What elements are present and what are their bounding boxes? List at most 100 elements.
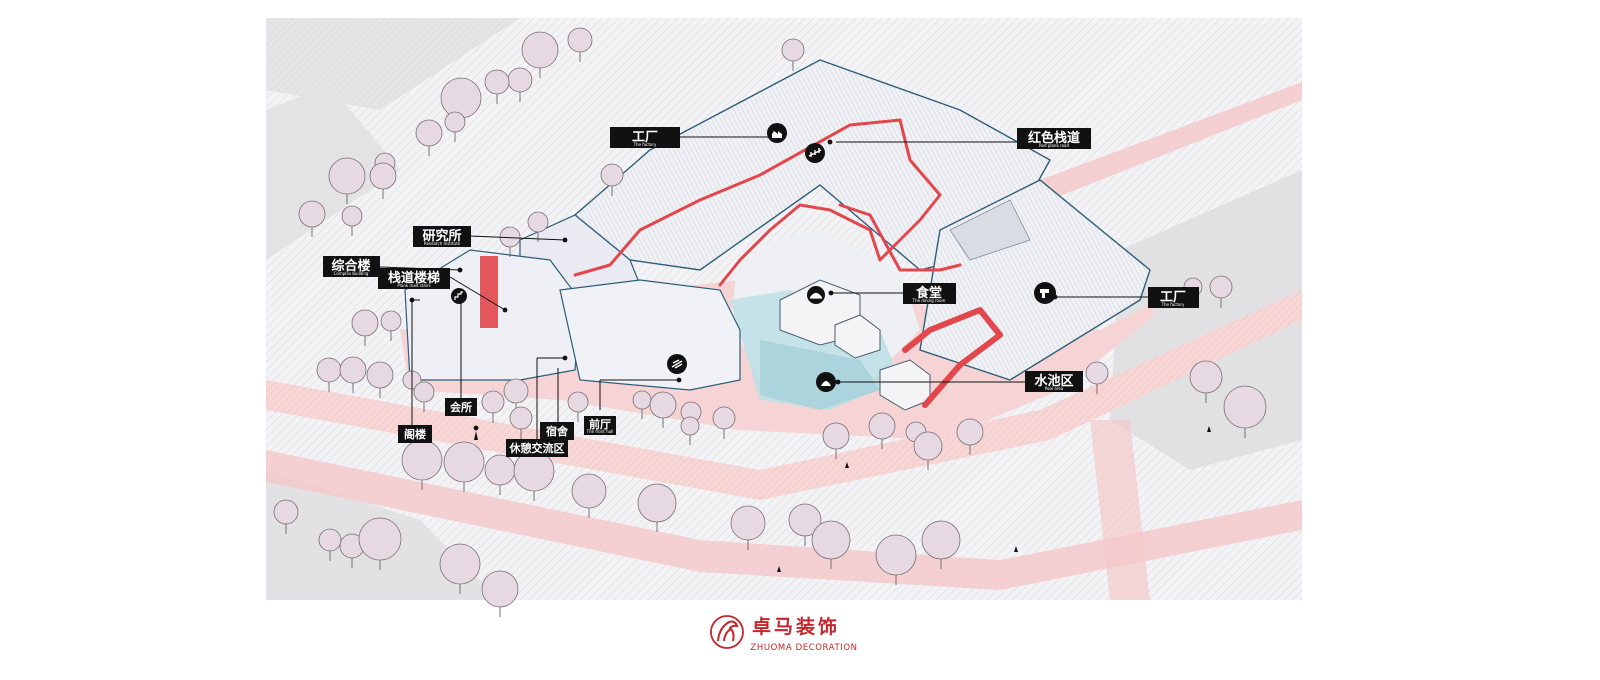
label-dining-room: 食堂 The dining room [903, 283, 956, 304]
tree [811, 520, 851, 569]
label-clubhouse: 会所 [445, 398, 477, 416]
dining-icon [807, 286, 825, 304]
label-pool-area-cn: 水池区 [1034, 373, 1073, 389]
tree [341, 205, 363, 236]
label-red-plank-road-cn: 红色栈道 [1028, 130, 1080, 146]
tree [481, 390, 505, 423]
tree [481, 570, 519, 617]
label-clubhouse-cn: 会所 [450, 400, 472, 414]
tree [637, 483, 677, 532]
label-factory-right-en: The factory [1161, 302, 1185, 307]
tree [328, 157, 366, 204]
factory-icon [1034, 282, 1056, 304]
tree [358, 517, 402, 570]
tree [380, 310, 402, 341]
stairs-icon [451, 288, 467, 304]
tree [318, 528, 342, 561]
label-dormitory: 宿舍 [540, 422, 574, 440]
label-front-hall-cn: 前厅 [589, 417, 611, 431]
tree [415, 119, 443, 156]
tree [1209, 275, 1233, 308]
label-factory-top-cn: 工厂 [632, 130, 658, 145]
brand-logo: 卓马装饰 ZHUOMA DECORATION [710, 615, 857, 653]
label-research-institute: 研究所 Research Institute [413, 226, 471, 247]
label-complex-building-en: Complex building [334, 271, 369, 276]
tree [369, 162, 397, 199]
tree [509, 406, 533, 439]
tree [366, 361, 394, 398]
red-plank-road [573, 118, 1003, 408]
label-red-plank-road-en: Red plank road [1039, 143, 1070, 148]
brand-name-cn: 卓马装饰 [752, 615, 840, 638]
buildings [404, 59, 1151, 411]
pool-icon [816, 372, 836, 392]
label-dining-room-cn: 食堂 [916, 285, 942, 301]
tree [1085, 361, 1109, 394]
tree [1223, 385, 1267, 438]
pedestrian-figure [473, 425, 479, 440]
label-rest-area-cn: 休憩交流区 [509, 441, 565, 455]
brand-name-en: ZHUOMA DECORATION [750, 643, 857, 653]
tree [339, 356, 367, 393]
label-rest-area: 休憩交流区 [506, 439, 568, 457]
tree [298, 200, 326, 237]
label-plank-road-stairs-en: Plank road stairs [397, 283, 430, 288]
label-front-hall-en: The front hall [586, 429, 614, 434]
label-factory-right-cn: 工厂 [1160, 290, 1186, 305]
label-complex-building: 综合楼 Complex building [323, 256, 380, 277]
tree [484, 69, 510, 104]
tree [913, 431, 943, 470]
brand-horse-icon [710, 615, 744, 649]
pedestrian-figure [777, 566, 781, 572]
tree [712, 406, 736, 439]
label-factory-top: 工厂 The factory [610, 127, 680, 148]
pedestrian-figure [1207, 426, 1211, 432]
tree [875, 534, 917, 585]
plank-road-icon [805, 143, 825, 163]
tree [921, 520, 961, 569]
leader-lines [379, 136, 1148, 441]
label-pool-area: 水池区 Pool area [1025, 371, 1083, 392]
label-dining-room-en: The dining room [912, 298, 946, 303]
tree [730, 505, 766, 550]
pedestrian-figure [845, 462, 849, 468]
pedestrian-figure [1014, 546, 1018, 552]
tree [868, 412, 896, 449]
label-dormitory-cn: 宿舍 [546, 424, 569, 438]
label-pool-area-en: Pool area [1045, 386, 1064, 391]
label-attic-cn: 阁楼 [404, 427, 426, 441]
tree [956, 418, 984, 455]
label-plank-road-stairs-cn: 栈道楼梯 [388, 270, 440, 286]
factory-icon [767, 123, 787, 143]
label-front-hall: 前厅 The front hall [584, 416, 616, 435]
tree [413, 381, 435, 412]
tree [1189, 360, 1223, 403]
tree [649, 391, 677, 428]
label-research-institute-cn: 研究所 [422, 228, 461, 244]
map-icons [451, 123, 1056, 392]
tree [822, 422, 850, 459]
trees [273, 27, 1267, 617]
tree [571, 473, 607, 518]
label-factory-right: 工厂 The factory [1148, 287, 1199, 308]
label-plank-road-stairs: 栈道楼梯 Plank road stairs [378, 268, 450, 289]
tree [680, 416, 700, 445]
label-factory-top-en: The factory [633, 142, 657, 147]
tree [273, 499, 299, 534]
tree [567, 391, 589, 422]
tree [600, 163, 624, 196]
label-complex-building-cn: 综合楼 [331, 258, 370, 274]
label-attic: 阁楼 [398, 425, 432, 443]
lounge-icon [667, 354, 687, 374]
label-red-plank-road: 红色栈道 Red plank road [1017, 128, 1091, 149]
tree [351, 309, 379, 346]
label-research-institute-en: Research Institute [424, 241, 461, 246]
tree [439, 543, 481, 594]
pedestrian-figures [473, 425, 1211, 572]
tree [788, 503, 822, 546]
tree [781, 38, 805, 71]
tree [521, 31, 559, 78]
tree [443, 441, 485, 492]
tree [444, 111, 466, 142]
